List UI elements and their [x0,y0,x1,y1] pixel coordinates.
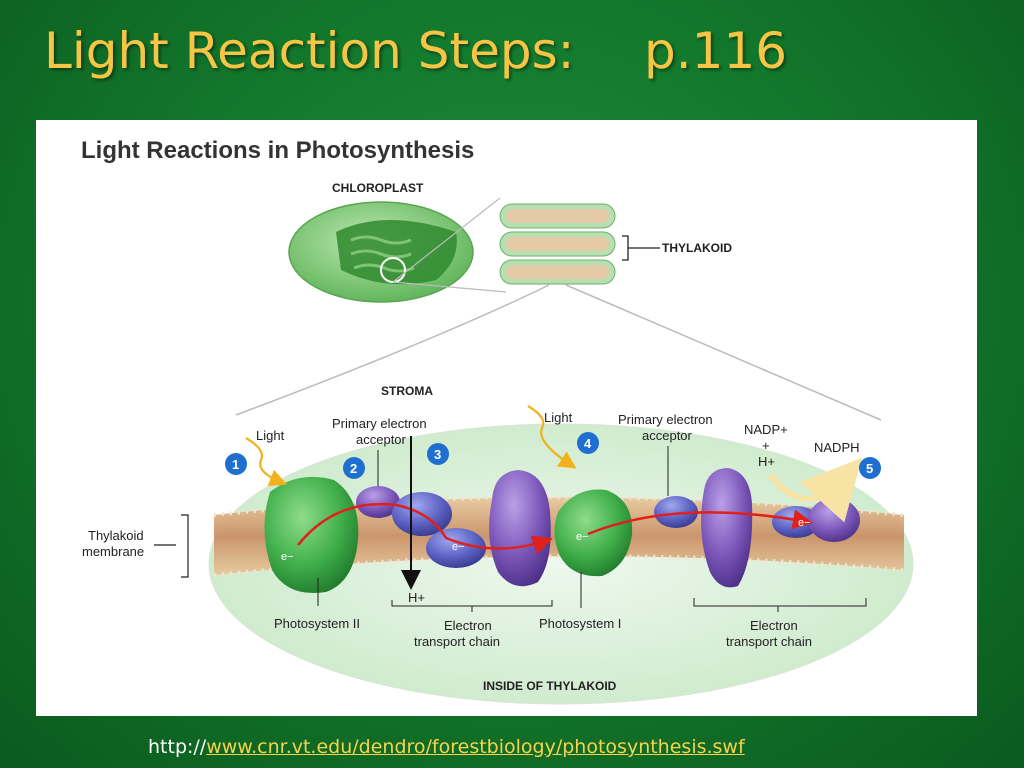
label-membrane-line1: Thylakoid [88,528,144,543]
label-hplus-stroma: H+ [758,454,775,469]
electron-label-3: e− [576,531,589,543]
cytochrome-blue [426,528,486,568]
electron-path-1 [297,502,553,555]
nadp-conversion-arrow [767,457,863,523]
electron-path-2 [587,509,813,536]
label-chloroplast: CHLOROPLAST [332,181,424,195]
label-plus: + [762,438,770,453]
step-number-1: 1 [232,457,239,472]
cytochrome-complex [489,470,551,587]
thylakoid-stack [235,197,882,421]
label-hplus-inside: H+ [408,590,425,605]
label-etc-1-line1: Electron [444,618,492,633]
nadp-reductase [808,498,860,542]
label-nadp: NADP+ [744,422,788,437]
label-pea-2-line1: Primary electron [618,412,713,427]
label-photosystem-ii: Photosystem II [274,616,360,631]
label-etc-2-line1: Electron [750,618,798,633]
light-reactions-diagram: Light Reactions in Photosynthesis CHLORO… [81,137,914,705]
slide-title: Light Reaction Steps: p.116 [44,22,787,80]
electron-label-4: e− [798,517,811,529]
source-prefix: http:// [148,736,207,758]
step-number-3: 3 [434,447,441,462]
photosystem-ii [264,476,359,594]
chloroplast-illustration [288,201,474,303]
step-badge-1: 1 [225,453,247,475]
label-light-1: Light [256,428,285,443]
label-etc-2-line2: transport chain [726,634,812,649]
label-photosystem-i: Photosystem I [539,616,621,631]
source-link[interactable]: www.cnr.vt.edu/dendro/forestbiology/phot… [206,736,745,758]
step-badge-4: 4 [577,432,599,454]
bracket-etc-2 [693,598,867,612]
label-etc-1-line2: transport chain [414,634,500,649]
diagram-panel: Light Reactions in Photosynthesis CHLORO… [36,120,977,716]
step-badge-5: 5 [859,457,881,479]
step-number-5: 5 [866,461,873,476]
label-nadph: NADPH [814,440,860,455]
primary-acceptor-1 [356,486,400,518]
electron-label-1: e− [281,551,294,563]
light-arrow-1 [245,437,288,487]
bracket-etc-1 [391,600,553,612]
page-reference: p.116 [644,22,788,80]
step-number-2: 2 [350,461,357,476]
diagram-heading: Light Reactions in Photosynthesis [81,137,474,164]
label-pea-1-line2: acceptor [356,432,407,447]
label-pea-1-line1: Primary electron [332,416,427,431]
label-inside-thylakoid: INSIDE OF THYLAKOID [483,679,617,693]
source-citation: http://www.cnr.vt.edu/dendro/forestbiolo… [148,736,745,758]
step-badge-2: 2 [343,457,365,479]
label-pea-2-line2: acceptor [642,428,693,443]
label-stroma: STROMA [381,384,433,398]
light-arrow-2 [527,405,577,469]
purple-complex-2 [701,468,753,588]
electron-label-2: e− [452,541,465,553]
membrane-label-group: Thylakoid membrane [82,514,189,578]
ferredoxin [654,496,698,528]
step-number-4: 4 [584,436,592,451]
label-membrane-line2: membrane [82,544,144,559]
step-badge-3: 3 [427,443,449,465]
label-thylakoid: THYLAKOID [662,241,732,255]
slide-title-text: Light Reaction Steps: [44,22,575,80]
label-light-2: Light [544,410,573,425]
